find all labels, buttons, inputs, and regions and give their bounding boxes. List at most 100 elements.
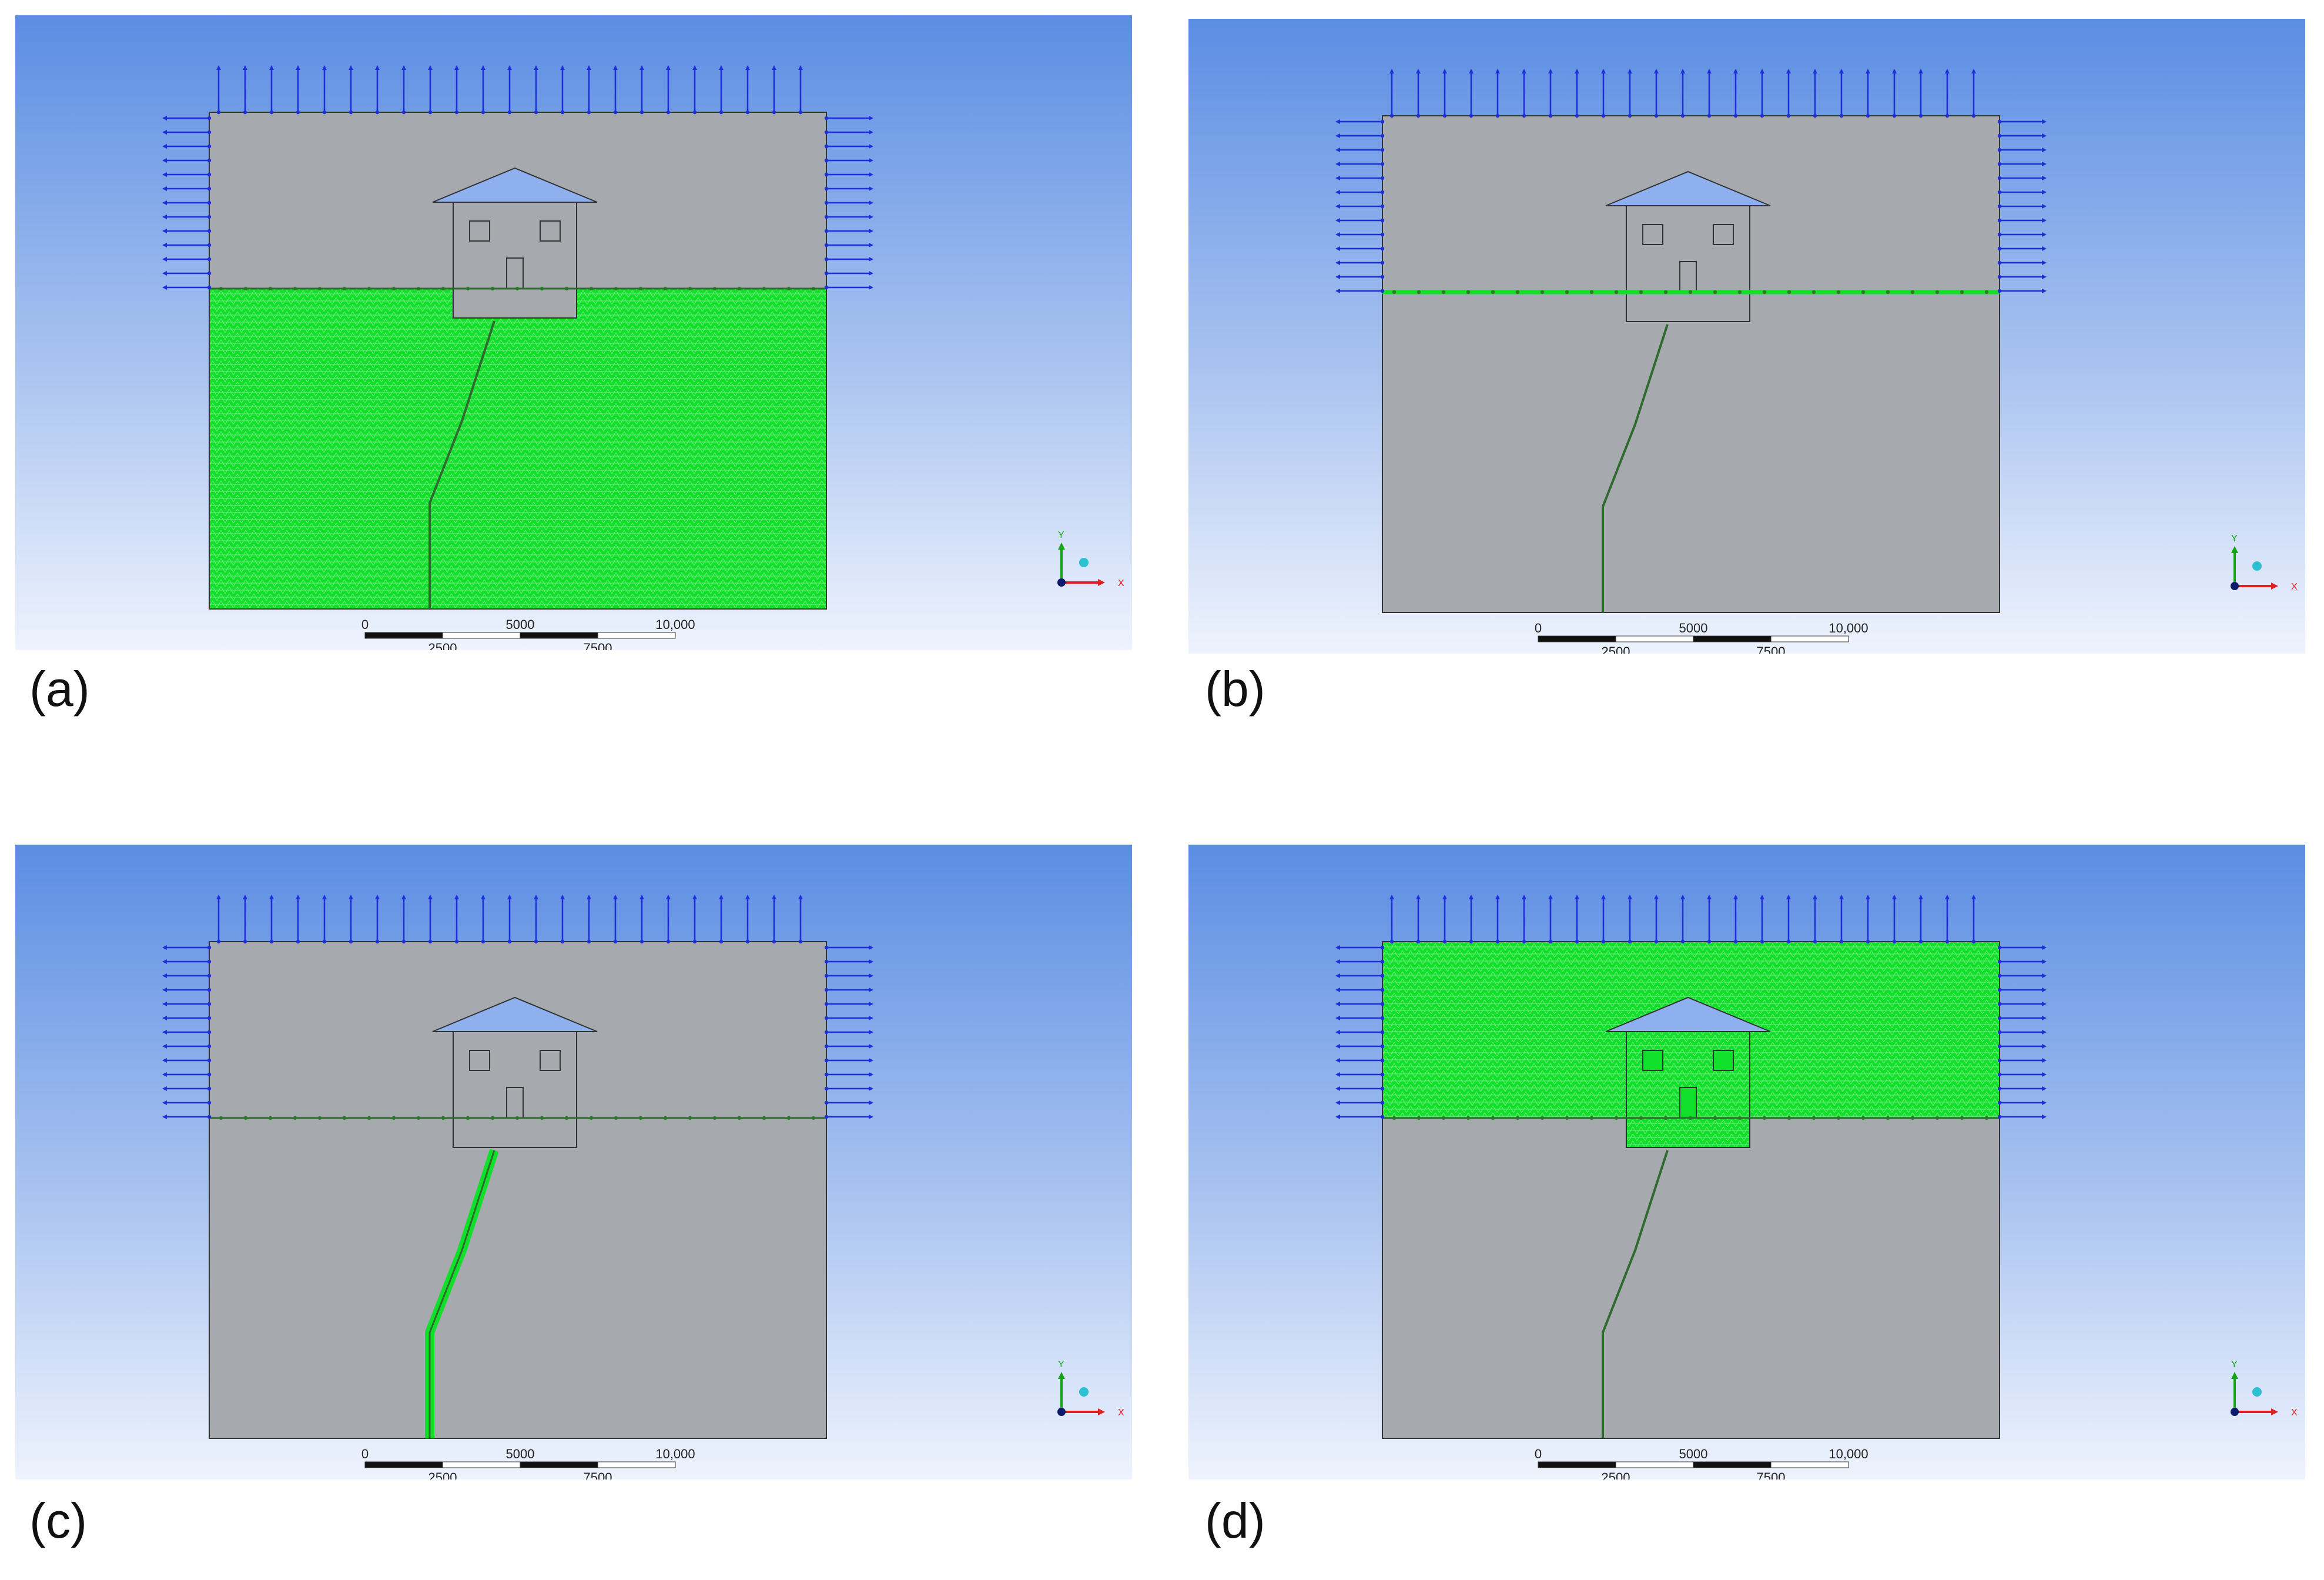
- house-foundation[interactable]: [453, 288, 577, 319]
- load-node: [824, 215, 829, 219]
- load-node: [824, 1100, 829, 1105]
- panel-label-b: (b): [1205, 661, 1265, 717]
- load-node: [1469, 113, 1474, 118]
- load-node: [1380, 959, 1385, 964]
- fault-line[interactable]: [428, 320, 495, 609]
- load-node: [1575, 113, 1579, 118]
- load-node: [534, 939, 538, 944]
- load-node: [1997, 246, 2002, 251]
- load-node: [1707, 113, 1712, 118]
- contact-node: [317, 286, 322, 291]
- scale-bar-label-top: 0: [1535, 621, 1542, 635]
- contact-node: [466, 1116, 470, 1120]
- x-arrowhead-icon: [1098, 579, 1105, 586]
- contact-node: [540, 286, 544, 291]
- load-node: [1495, 939, 1500, 944]
- load-node: [375, 939, 380, 944]
- scale-bar-label-top: 5000: [1679, 1447, 1708, 1461]
- contact-node: [786, 1116, 791, 1120]
- load-node: [1380, 973, 1385, 978]
- house-foundation[interactable]: [453, 1117, 577, 1148]
- house-roof[interactable]: [1605, 170, 1771, 206]
- contact-node: [490, 1116, 495, 1120]
- contact-node: [1614, 1116, 1619, 1120]
- contact-node: [1441, 290, 1446, 294]
- load-node: [1892, 113, 1897, 118]
- load-node: [207, 243, 212, 247]
- scale-bar-segment: [520, 632, 598, 639]
- contact-node: [811, 1116, 816, 1120]
- contact-node: [1565, 290, 1569, 294]
- axis-triad[interactable]: XY: [2231, 1360, 2298, 1418]
- load-node: [1628, 939, 1632, 944]
- fault-line[interactable]: [1602, 324, 1669, 612]
- load-arrows: [1335, 69, 2047, 293]
- x-axis-label: X: [2291, 582, 2298, 592]
- contact-node: [441, 1116, 446, 1120]
- contact-node: [1416, 290, 1421, 294]
- contact-node: [1861, 290, 1866, 294]
- contact-node: [490, 286, 495, 291]
- house-roof[interactable]: [432, 167, 598, 203]
- fault-line[interactable]: [1602, 1150, 1669, 1438]
- contact-node: [1614, 290, 1619, 294]
- contact-node: [515, 286, 520, 291]
- house-foundation[interactable]: [1626, 1117, 1750, 1148]
- scale-bar-label-bottom: 2500: [428, 1470, 457, 1479]
- load-node: [1380, 1016, 1385, 1020]
- soil-block-below-ground[interactable]: [1382, 1117, 2000, 1439]
- load-node: [1389, 939, 1394, 944]
- load-node: [207, 973, 212, 978]
- scale-bar-label-top: 10,000: [1829, 1447, 1868, 1461]
- contact-node: [441, 286, 446, 291]
- contact-node: [614, 1116, 618, 1120]
- view-sphere-icon: [1079, 558, 1089, 567]
- scale-bar-label-top: 5000: [506, 617, 535, 632]
- load-node: [1997, 959, 2002, 964]
- contact-node: [1984, 1116, 1989, 1120]
- load-node: [824, 285, 829, 290]
- contact-node: [564, 1116, 569, 1120]
- load-node: [1945, 113, 1950, 118]
- soil-block-below-ground[interactable]: [209, 1117, 827, 1439]
- scale-bar-segment: [1538, 1461, 1616, 1468]
- axis-triad[interactable]: XY: [2231, 534, 2298, 592]
- contact-node: [219, 286, 223, 291]
- load-node: [824, 200, 829, 205]
- load-node: [587, 110, 591, 115]
- y-axis-label: Y: [2231, 1360, 2238, 1370]
- load-node: [1380, 218, 1385, 223]
- soil-block-below-ground[interactable]: [1382, 292, 2000, 613]
- house-roof[interactable]: [1605, 996, 1771, 1032]
- contact-node: [712, 1116, 717, 1120]
- load-node: [1654, 939, 1659, 944]
- axis-triad[interactable]: XY: [1057, 1360, 1124, 1418]
- contact-node: [1491, 290, 1495, 294]
- load-node: [1628, 113, 1632, 118]
- load-node: [296, 110, 300, 115]
- contact-node: [737, 286, 742, 291]
- axis-triad[interactable]: XY: [1057, 530, 1124, 588]
- soil-block-below-ground[interactable]: [209, 288, 827, 610]
- load-node: [613, 939, 618, 944]
- contact-node: [1713, 1116, 1717, 1120]
- load-node: [560, 110, 565, 115]
- house-foundation[interactable]: [1626, 292, 1750, 322]
- load-node: [1380, 176, 1385, 180]
- load-node: [207, 1072, 212, 1077]
- house-roof[interactable]: [432, 996, 598, 1032]
- contact-node: [688, 1116, 692, 1120]
- load-node: [207, 988, 212, 992]
- load-node: [798, 939, 803, 944]
- load-node: [216, 110, 221, 115]
- scale-bar-segment: [1693, 1461, 1772, 1468]
- load-node: [1380, 119, 1385, 124]
